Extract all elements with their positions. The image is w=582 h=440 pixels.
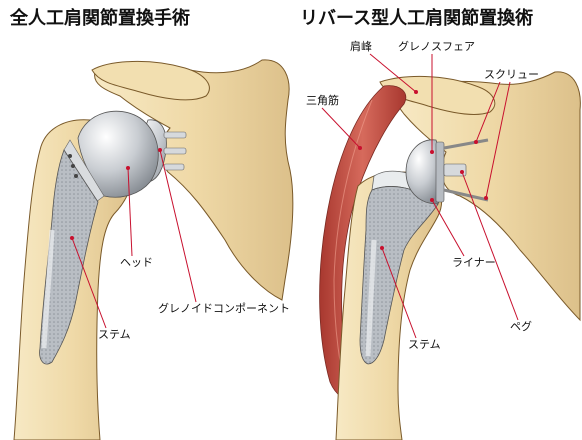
label-stem-right: ステム bbox=[408, 338, 441, 351]
right-stem bbox=[359, 186, 439, 365]
left-scapula bbox=[94, 59, 294, 301]
label-liner: ライナー bbox=[452, 256, 496, 269]
right-scapula bbox=[395, 71, 581, 322]
label-head: ヘッド bbox=[120, 256, 153, 269]
label-glenoid-component: グレノイドコンポーネント bbox=[158, 301, 290, 315]
right-panel: リバース型人工肩関節置換術 肩峰 グレノスフェア 三角筋 bbox=[300, 7, 581, 440]
label-deltoid: 三角筋 bbox=[306, 93, 339, 107]
left-stem bbox=[39, 149, 99, 365]
label-peg: ペグ bbox=[510, 319, 532, 333]
label-acromion: 肩峰 bbox=[350, 39, 372, 53]
left-panel: 全人工肩関節置換手術 ヘッド グレノイドコンポーネント ステム bbox=[9, 7, 294, 440]
label-glenosphere: グレノスフェア bbox=[398, 39, 475, 53]
label-screw: スクリュー bbox=[484, 68, 539, 81]
right-screws bbox=[443, 138, 489, 202]
label-stem-left: ステム bbox=[98, 328, 131, 341]
left-title: 全人工肩関節置換手術 bbox=[9, 7, 190, 29]
right-title: リバース型人工肩関節置換術 bbox=[300, 7, 533, 29]
left-acromion bbox=[91, 61, 210, 101]
